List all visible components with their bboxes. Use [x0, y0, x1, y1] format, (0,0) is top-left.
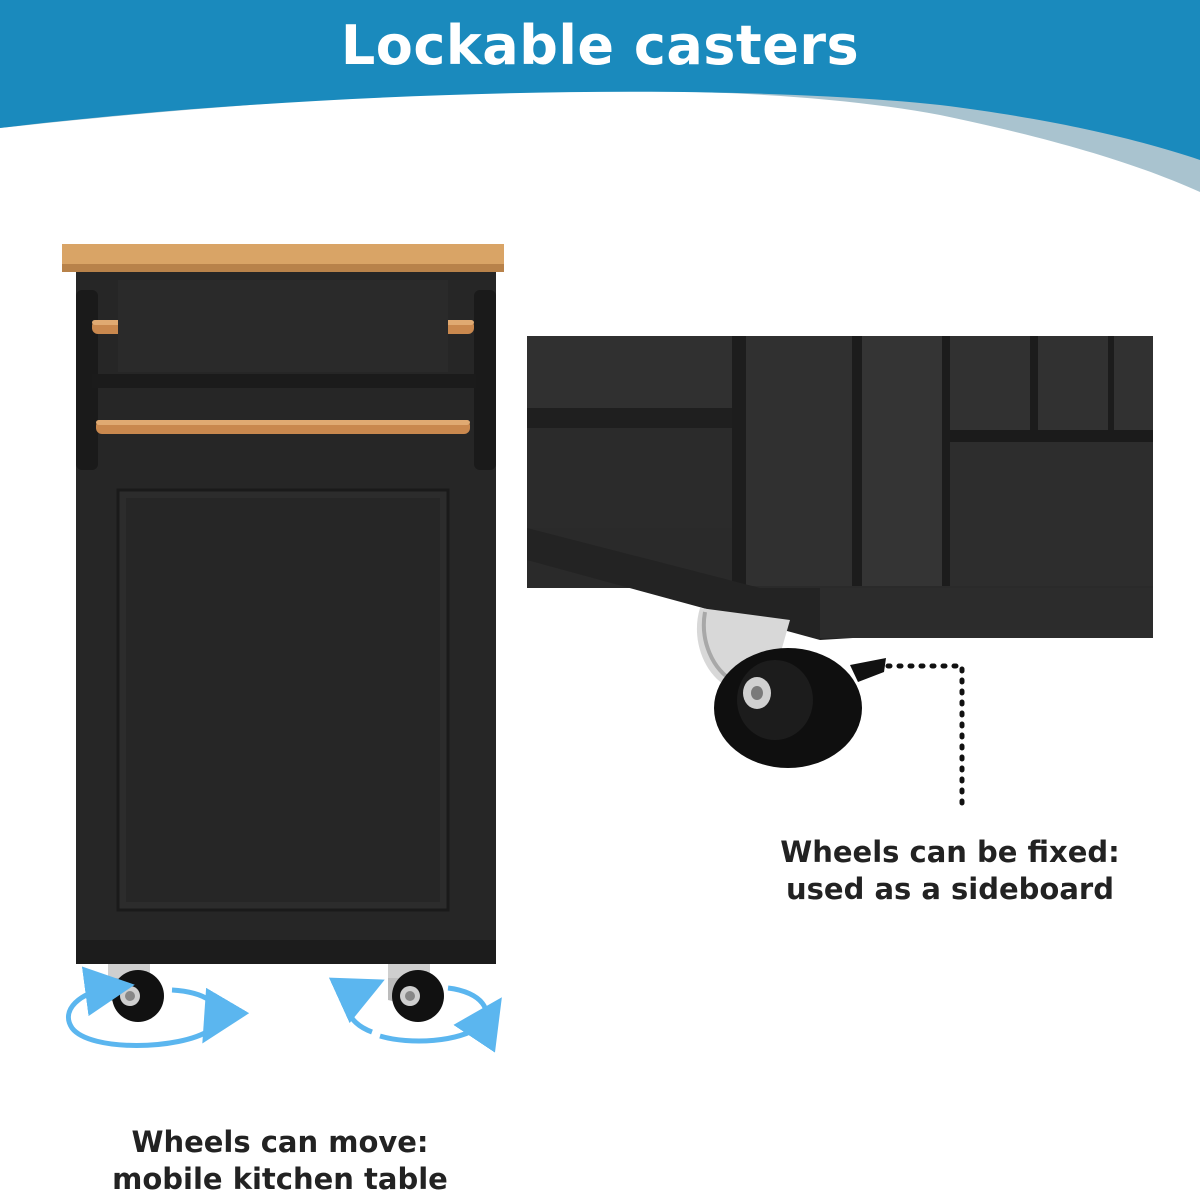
header-banner: Lockable casters [0, 0, 1200, 200]
feature-fixed-caption: Wheels can be fixed: used as a sideboard [760, 834, 1140, 908]
feature-move-caption: Wheels can move: mobile kitchen table [90, 1124, 470, 1198]
rotation-arrow-icon [66, 966, 250, 1048]
caster-closeup [527, 336, 1153, 809]
rotation-arrow-icon [328, 977, 502, 1053]
feature-move-line1: Wheels can move: [131, 1125, 429, 1159]
header-wave [0, 0, 1200, 192]
feature-move-line2: mobile kitchen table [112, 1162, 448, 1196]
feature-fixed-line2: used as a sideboard [786, 872, 1114, 906]
page-title: Lockable casters [340, 14, 860, 77]
feature-fixed-line1: Wheels can be fixed: [780, 835, 1120, 869]
kitchen-cart [62, 244, 504, 1053]
